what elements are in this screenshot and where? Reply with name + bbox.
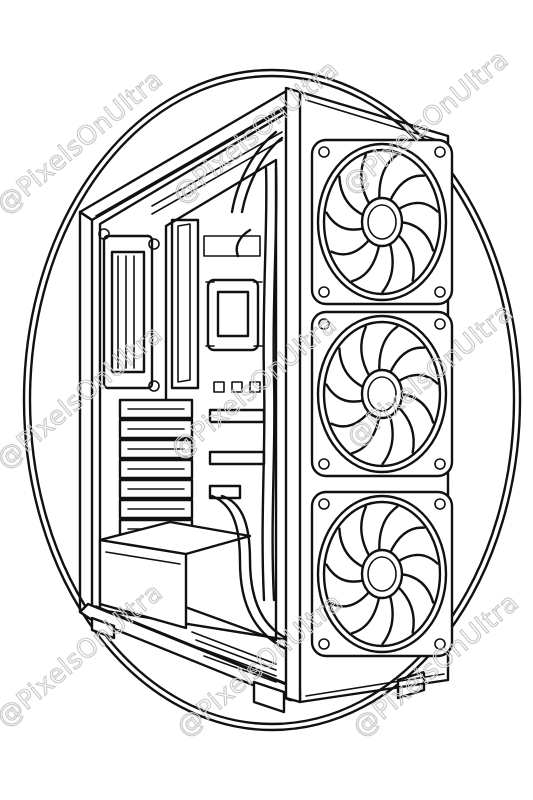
ram-slots [203,235,261,257]
fan-blade [338,347,366,389]
fan-blade [395,201,439,213]
fan-blade [350,594,381,635]
background-circle [22,68,522,732]
fan-blade [388,346,426,376]
fan-blade [381,240,394,294]
fan-blade [325,383,366,403]
fan-blade [360,325,372,379]
cpu-cooler [206,278,260,352]
fan-blade [360,153,372,207]
fan-blade [350,414,381,455]
fan-blade [398,392,435,424]
pcie-slot-2 [208,450,266,466]
fan-blade [395,232,415,282]
fan-blade [378,505,399,554]
fan-blade [378,153,399,202]
case-foot-left [90,616,116,640]
fan-blade [388,526,426,556]
fan-blade [395,553,439,565]
fan-blade [330,409,372,428]
fan-blade [330,237,372,256]
fan-blade [381,592,394,646]
fan-blade [338,175,366,217]
fan-blade [378,325,399,374]
fan-blade [330,589,372,608]
fan-blade [395,373,439,385]
pc-case [78,86,450,714]
case-front-pillar [284,86,302,704]
fan-blade [398,220,435,252]
fan-blade [325,211,366,231]
expansion-slot-covers [118,398,194,540]
fan-blade [395,584,415,634]
case-left-frame [78,210,94,622]
front-fan-middle [310,310,454,478]
watermark: @PixelsOnUltra [0,578,169,734]
fan-blade [381,412,394,466]
fan-blade [350,242,381,283]
case-foot-right [252,680,286,714]
fan-blade [338,527,366,569]
fan-blade [398,572,435,604]
front-fan-bottom [310,490,454,658]
fan-blade [395,404,415,454]
front-fan-top [310,138,454,306]
cable-bundle [240,136,284,214]
fan-blade [360,505,372,559]
fan-blade [388,174,426,204]
fan-blade [325,563,366,583]
rear-exhaust-vent [102,234,154,390]
